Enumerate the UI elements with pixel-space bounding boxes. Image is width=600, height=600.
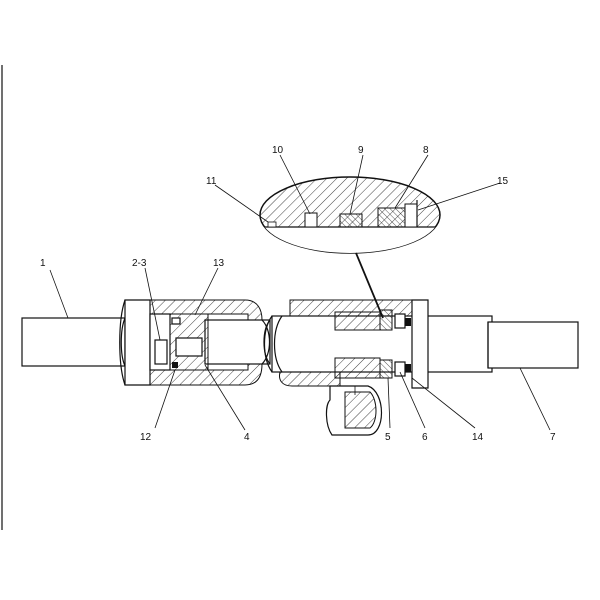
detail-inset [259,176,441,319]
callout-7: 7 [550,432,556,443]
callout-1: 1 [40,258,46,269]
callout-6: 6 [422,432,428,443]
callout-2-3: 2-3 [132,258,147,269]
callout-14: 14 [472,432,484,443]
callout-9: 9 [358,145,364,156]
leader-lines [49,154,551,431]
callout-5: 5 [385,432,391,443]
rod-left [21,317,126,367]
callout-4: 4 [244,432,250,443]
rod-right [487,321,579,369]
barrel-right [263,299,493,436]
callout-11: 11 [206,176,217,187]
callout-10: 10 [272,145,284,156]
callout-labels: 1 2-3 13 12 4 5 6 14 7 11 10 9 8 15 [40,145,556,443]
callout-12: 12 [140,432,152,443]
callout-8: 8 [423,145,429,156]
callout-13: 13 [213,258,225,269]
callout-15: 15 [497,176,509,187]
head-housing-left [119,299,271,386]
